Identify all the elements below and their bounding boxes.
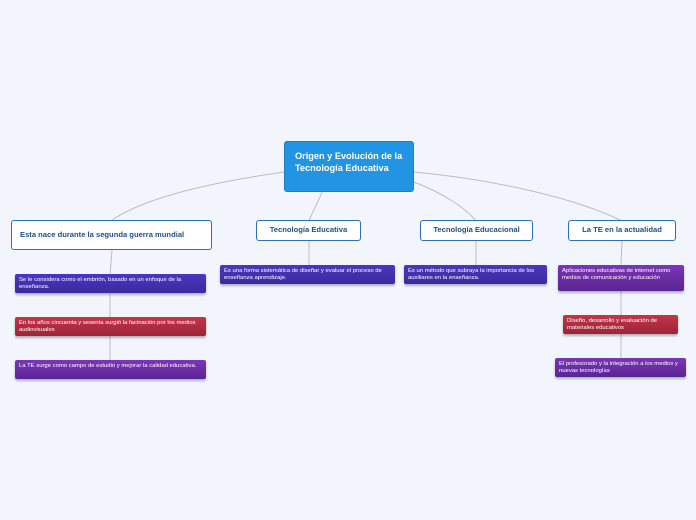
connector-central-branch-3 bbox=[413, 181, 477, 222]
subtopic-profesorado-tecnologias[interactable]: El profesorado y la integración a los me… bbox=[555, 358, 686, 377]
connector-central-branch-2 bbox=[308, 191, 323, 222]
connector-central-branch-1 bbox=[110, 171, 285, 222]
connector-branch-4-sub bbox=[620, 240, 623, 358]
connector-central-branch-4 bbox=[413, 171, 623, 222]
subtopic-embrion[interactable]: Se le considera como el embrión, basado … bbox=[15, 274, 206, 293]
subtopic-medios-audiovisuales[interactable]: En los años cincuenta y sesenta surgió l… bbox=[15, 317, 206, 336]
subtopic-aplicaciones-internet[interactable]: Aplicaciones educativas de internet como… bbox=[558, 265, 684, 291]
connector-branch-1-sub bbox=[109, 249, 113, 361]
branch-tecnologia-educacional[interactable]: Tecnología Educacional bbox=[420, 220, 533, 241]
subtopic-forma-sistematica[interactable]: Es una forma sistemática de diseñar y ev… bbox=[220, 265, 395, 284]
subtopic-diseno-materiales[interactable]: Diseño, desarrollo y evaluación de mater… bbox=[563, 315, 678, 334]
branch-tecnologia-educativa[interactable]: Tecnología Educativa bbox=[256, 220, 361, 241]
branch-te-actualidad[interactable]: La TE en la actualidad bbox=[568, 220, 676, 241]
subtopic-metodo-auxiliares[interactable]: Es un método que subraya la importancia … bbox=[404, 265, 547, 284]
subtopic-campo-estudio[interactable]: La TE surge como campo de estudio y mejo… bbox=[15, 360, 206, 379]
branch-origin[interactable]: Esta nace durante la segunda guerra mund… bbox=[11, 220, 212, 250]
central-topic[interactable]: Origen y Evolución de la Tecnología Educ… bbox=[284, 141, 414, 192]
